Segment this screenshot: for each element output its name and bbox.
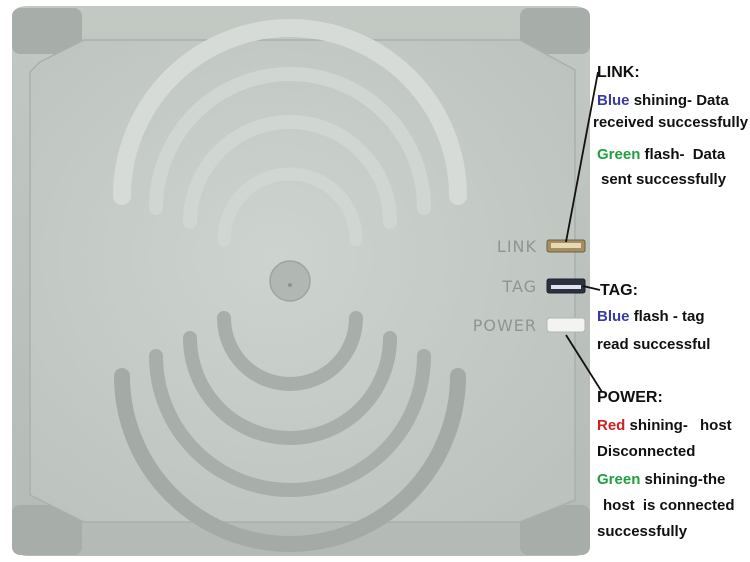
power-heading: POWER: <box>597 389 663 406</box>
tag-leader-line <box>582 285 601 291</box>
corner-tab-top-right <box>520 8 590 54</box>
power-green-line-3: successfully <box>597 523 688 540</box>
corner-tab-top-left <box>12 8 82 54</box>
rfid-antenna-waves-icon <box>113 19 467 552</box>
link-blue-line-2: received successfully <box>593 114 749 131</box>
green-word: Green <box>597 146 641 163</box>
red-word: Red <box>597 417 626 434</box>
device-label-link: LINK <box>497 237 537 256</box>
power-green-line-2: host is connected <box>603 497 735 514</box>
corner-tab-bottom-right <box>520 505 590 555</box>
link-blue-line: Blue shining- Data <box>597 92 729 109</box>
corner-tab-bottom-left <box>12 505 82 555</box>
link-green-line-2: sent successfully <box>601 171 727 188</box>
power-red-line-2: Disconnected <box>597 443 696 460</box>
device-label-tag: TAG <box>501 277 537 296</box>
blue-word: Blue <box>597 92 630 109</box>
link-leader-line <box>565 71 599 243</box>
center-dot <box>269 260 311 302</box>
tag-line-2: read successful <box>597 336 711 353</box>
power-led <box>546 317 586 333</box>
tag-blue-line: Blue flash - tag <box>597 308 705 325</box>
link-heading: LINK: <box>597 64 640 81</box>
power-green-line: Green shining-the <box>597 471 726 488</box>
tag-heading: TAG: <box>600 282 638 299</box>
power-red-line: Red shining- host <box>597 417 732 434</box>
power-leader-line <box>565 334 603 393</box>
device-label-power: POWER <box>473 316 537 335</box>
link-green-line: Green flash- Data <box>597 146 726 163</box>
